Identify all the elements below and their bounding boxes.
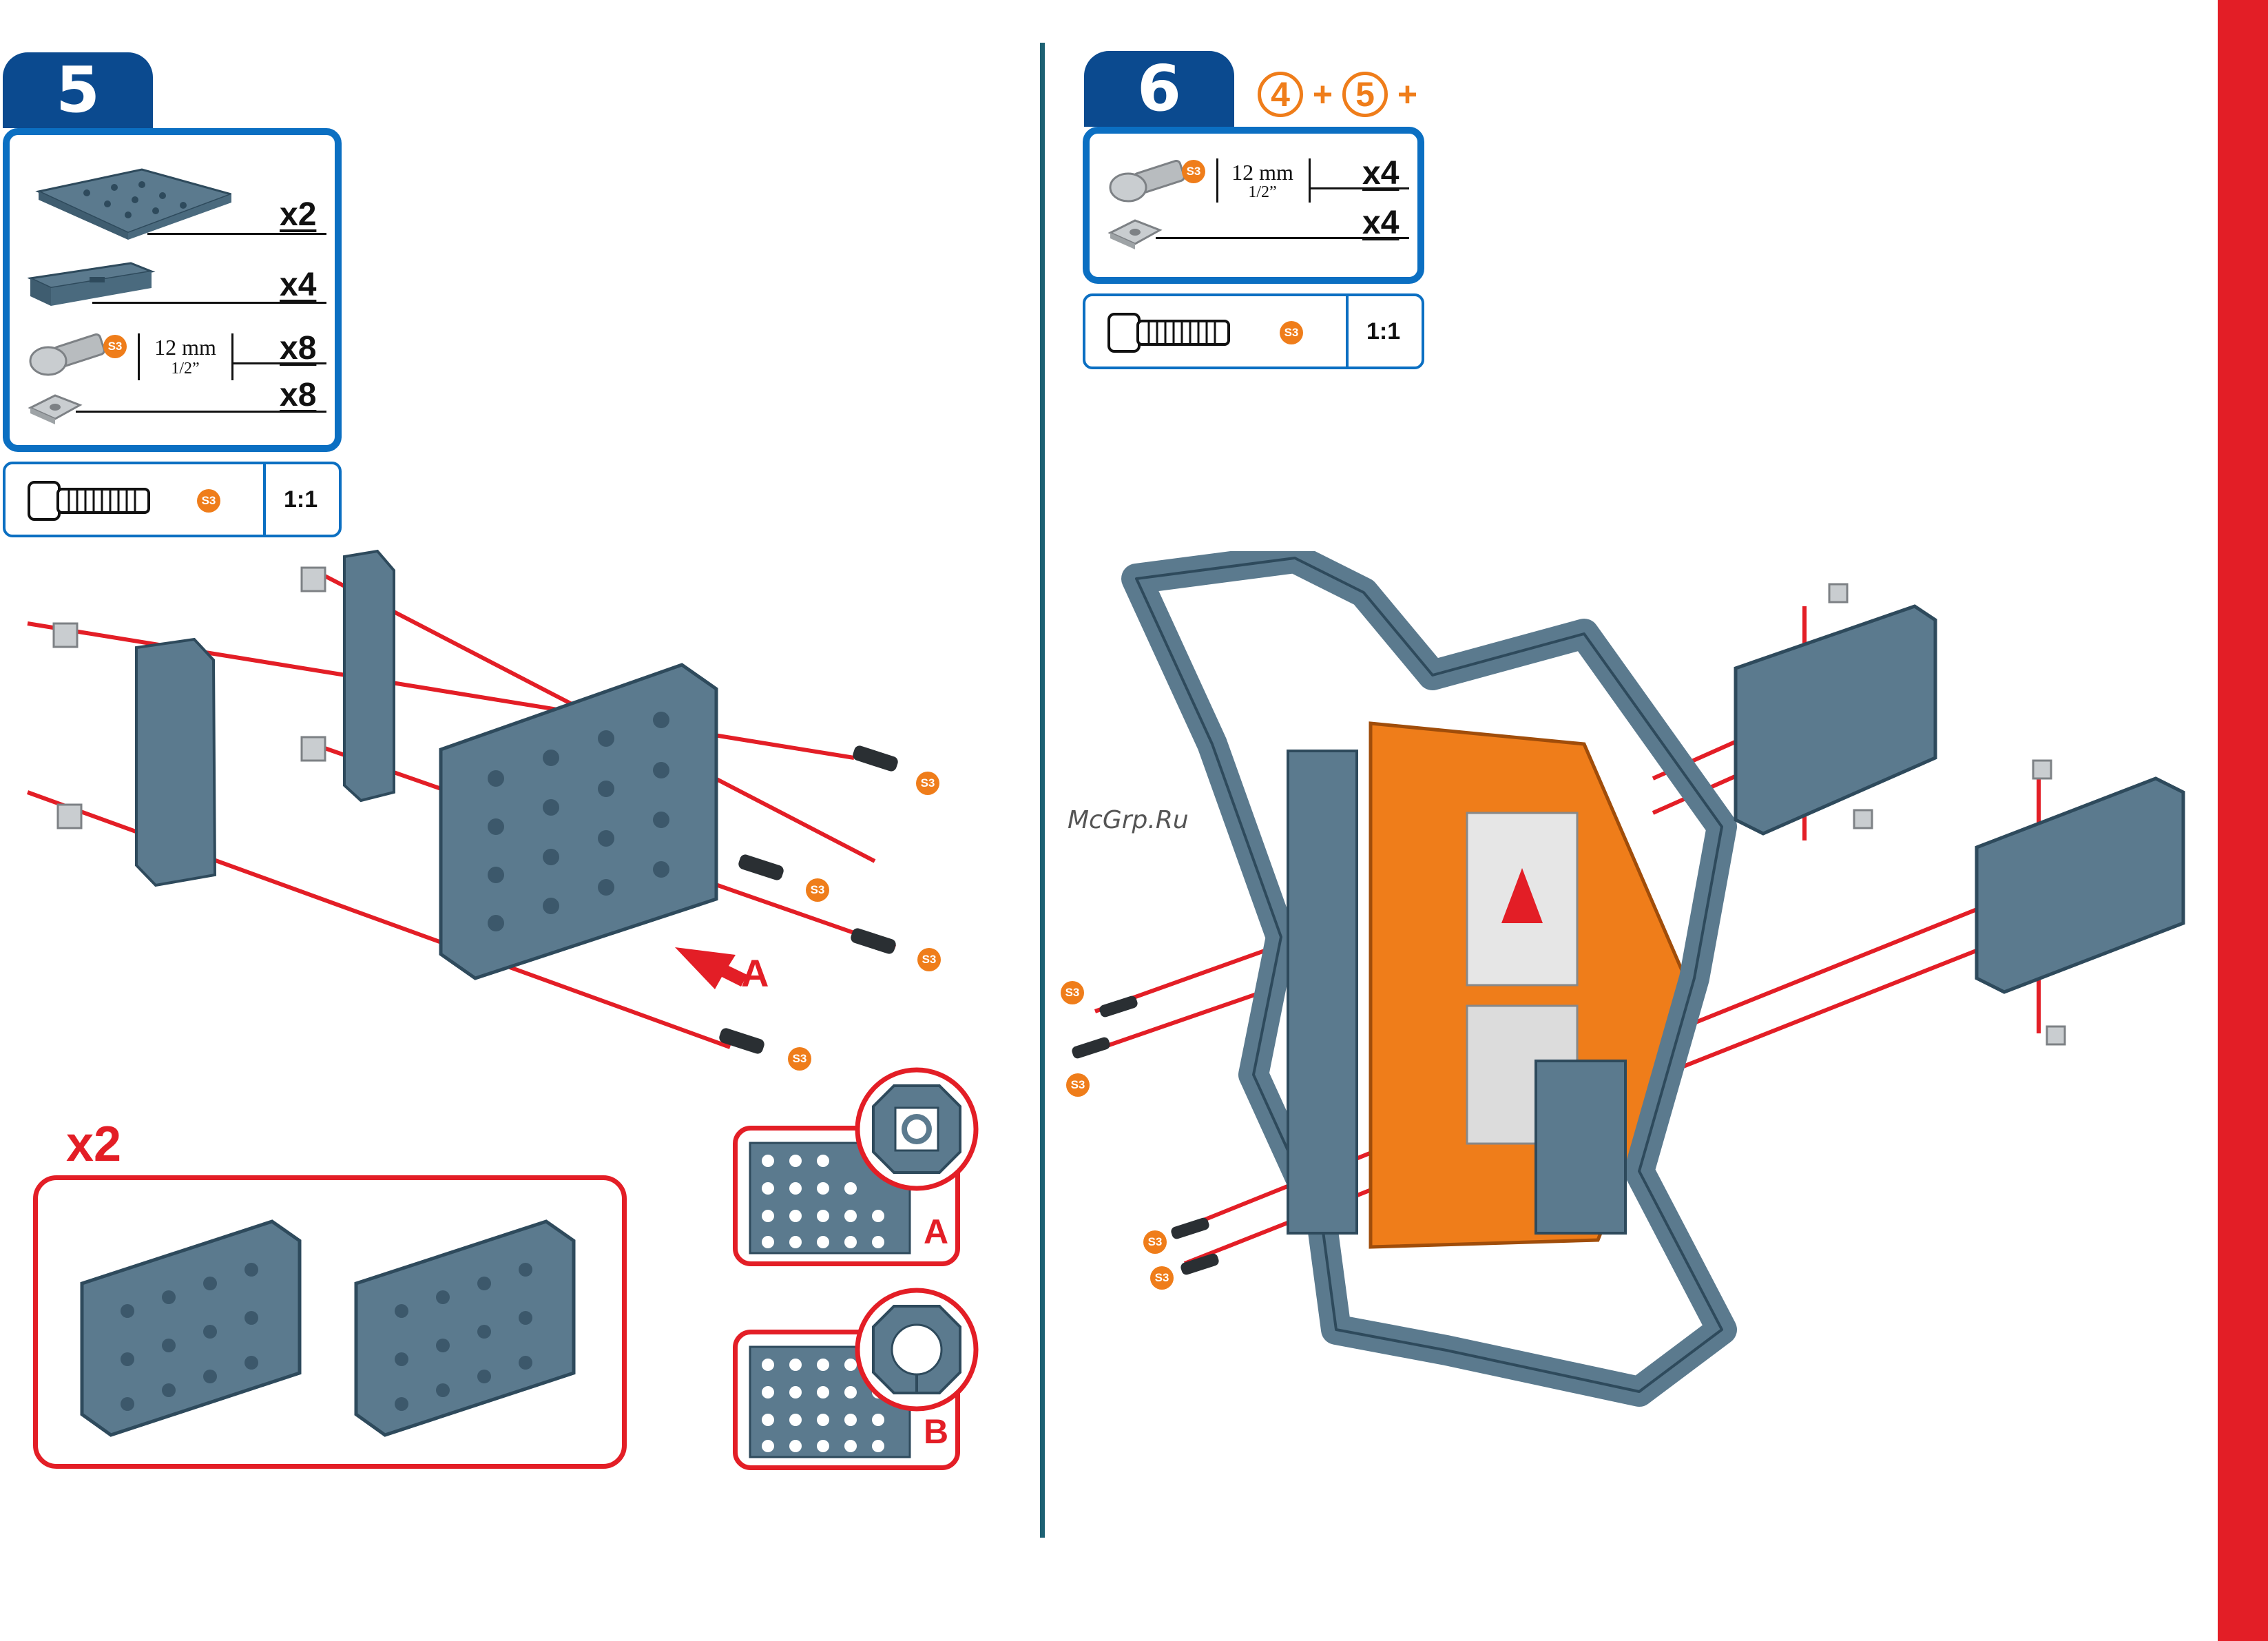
scale-divider — [263, 464, 266, 535]
prereq-plus-2: + — [1397, 75, 1417, 114]
length-tick-right — [231, 333, 233, 380]
screw-qty: x4 — [1362, 154, 1399, 192]
plate-qty: x2 — [280, 196, 316, 234]
assembled-plate-1 — [72, 1208, 313, 1442]
step-6-number: 6 — [1137, 52, 1181, 125]
repeat-count: x2 — [66, 1116, 121, 1173]
scale-s3-badge: S3 — [1280, 321, 1303, 344]
step-5-number: 5 — [56, 53, 100, 127]
screw-length-mm: 12 mm — [1218, 160, 1307, 185]
step-6-screw-badge-4: S3 — [1150, 1266, 1174, 1290]
step-5-tab: 5 — [3, 52, 153, 128]
page-edge-bar — [2218, 0, 2268, 1641]
nut-icon — [1107, 216, 1163, 251]
scale-ratio: 1:1 — [284, 486, 318, 513]
s3-badge: S3 — [103, 335, 127, 358]
screw-actual-size-icon — [1106, 311, 1234, 354]
screw-length-inch: 1/2” — [141, 360, 230, 378]
nut-qty: x8 — [280, 376, 316, 414]
watermark: McGrp.Ru — [1068, 806, 1189, 834]
prerequisite-steps: 4 + 5 + — [1258, 72, 1417, 117]
scale-s3-badge: S3 — [197, 489, 220, 513]
nut-icon — [28, 391, 83, 426]
callout-a-magnifier — [853, 1065, 981, 1193]
step-6-exploded-diagram — [1061, 551, 2190, 1419]
screw-length-inch: 1/2” — [1218, 183, 1307, 202]
step-5-screw-badge-4: S3 — [788, 1047, 811, 1071]
step-6-parts-box: S3 12 mm 1/2” x4 x4 — [1083, 127, 1424, 284]
scale-ratio: 1:1 — [1366, 318, 1400, 345]
screw-qty: x8 — [280, 329, 316, 367]
length-tick-left — [138, 333, 140, 380]
arrow-a-label: A — [741, 951, 769, 995]
length-tick-right — [1309, 158, 1311, 203]
callout-b-label: B — [924, 1412, 948, 1452]
callout-a-label: A — [924, 1212, 948, 1252]
screw-length-mm: 12 mm — [141, 335, 230, 360]
prereq-plus-1: + — [1313, 75, 1333, 114]
step-6-screw-badge-3: S3 — [1143, 1230, 1167, 1254]
screw-actual-size-icon — [26, 479, 154, 522]
plate-icon — [25, 164, 231, 240]
prereq-step-5: 5 — [1342, 72, 1388, 117]
step-5-parts-box: x2 x4 S3 12 mm 1/2” x8 x8 — [3, 128, 342, 452]
assembled-plate-2 — [346, 1208, 587, 1442]
screw-icon — [28, 333, 117, 376]
nut-qty: x4 — [1362, 204, 1399, 242]
bracket-qty: x4 — [280, 266, 316, 304]
step-5-scale-box: S3 1:1 — [3, 462, 342, 537]
repeat-frame — [33, 1175, 627, 1469]
step-6-screw-badge-2: S3 — [1066, 1073, 1090, 1097]
s3-badge: S3 — [1182, 160, 1205, 183]
step-6-tab: 6 — [1084, 51, 1234, 127]
step-6-screw-badge-1: S3 — [1061, 981, 1084, 1004]
scale-divider — [1346, 296, 1349, 367]
callout-b-magnifier — [853, 1286, 981, 1414]
step-6-scale-box: S3 1:1 — [1083, 293, 1424, 369]
step-5-screw-badge-2: S3 — [806, 878, 829, 902]
step-5-screw-badge-1: S3 — [916, 772, 939, 795]
step-5-exploded-diagram — [0, 537, 1033, 1088]
step-5-screw-badge-3: S3 — [917, 948, 941, 971]
prereq-step-4: 4 — [1258, 72, 1303, 117]
page-divider — [1040, 43, 1045, 1538]
